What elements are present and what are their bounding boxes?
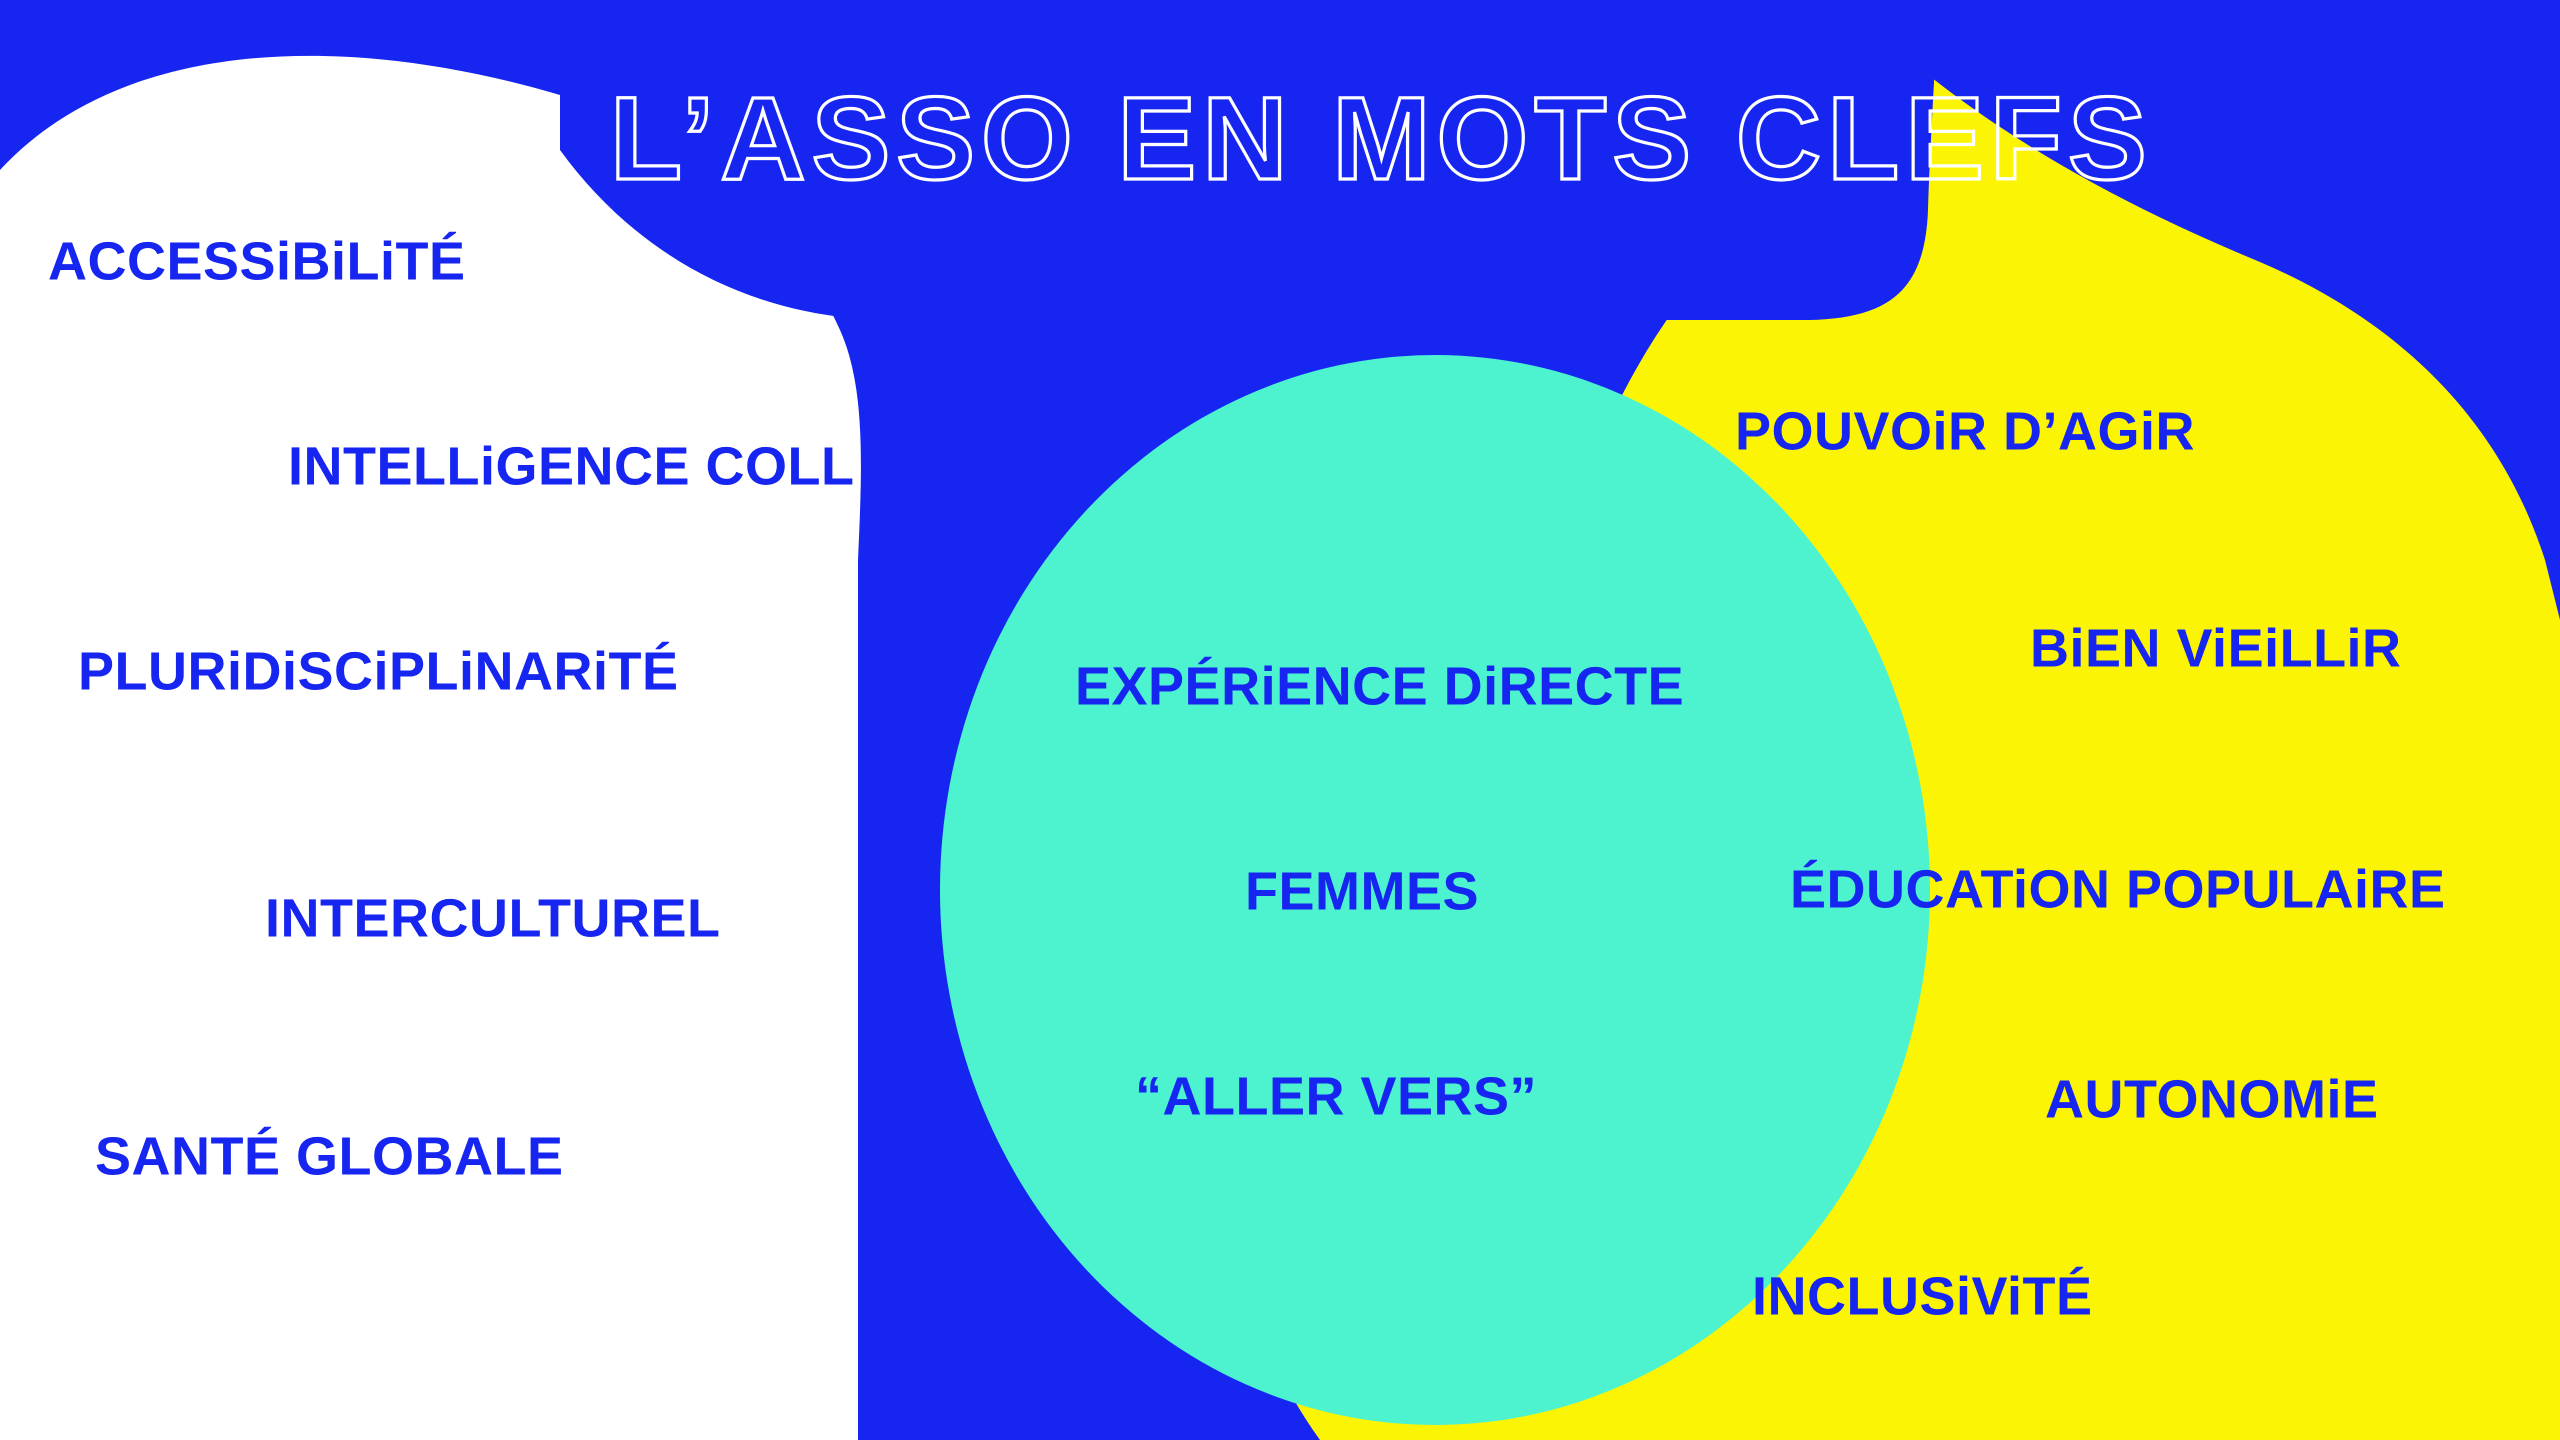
keyword-aller-vers[interactable]: “ALLER VERS”	[1135, 1066, 1537, 1126]
keyword-autonomie[interactable]: AUTONOMiE	[2045, 1069, 2379, 1129]
keyword-pluridisciplinarite[interactable]: PLURiDiSCiPLiNARiTÉ	[78, 641, 679, 701]
keyword-experience-directe[interactable]: EXPÉRiENCE DiRECTE	[1075, 656, 1684, 716]
keyword-sante-globale[interactable]: SANTÉ GLOBALE	[95, 1126, 564, 1186]
keyword-pouvoir-dagir[interactable]: POUVOiR D’AGiR	[1735, 401, 2195, 461]
keyword-bien-vieillir[interactable]: BiEN ViEiLLiR	[2030, 618, 2402, 678]
keyword-interculturel[interactable]: INTERCULTUREL	[265, 888, 720, 948]
teal-circle-shape	[940, 355, 1930, 1425]
keyword-accessibilite[interactable]: ACCESSiBiLiTÉ	[48, 231, 466, 291]
keyword-femmes[interactable]: FEMMES	[1245, 861, 1479, 921]
white-panel-keywords: ACCESSiBiLiTÉ INTELLiGENCE COLL PLURiDiS…	[48, 231, 854, 1186]
white-blob-shape	[0, 55, 861, 1440]
title-text: L’ASSO EN MOTS CLEFS	[610, 73, 2153, 205]
teal-circle-keywords: EXPÉRiENCE DiRECTE FEMMES “ALLER VERS”	[1075, 656, 1684, 1126]
keyword-inclusivite[interactable]: INCLUSiViTÉ	[1752, 1266, 2093, 1326]
poster-title: L’ASSO EN MOTS CLEFS	[608, 72, 2153, 207]
keyword-intelligence-collective[interactable]: INTELLiGENCE COLL	[288, 436, 854, 496]
blue-title-notch	[560, 0, 1939, 321]
keyword-education-populaire[interactable]: ÉDUCATiON POPULAiRE	[1790, 859, 2446, 919]
yellow-blob-keywords: POUVOiR D’AGiR BiEN ViEiLLiR ÉDUCATiON P…	[1735, 401, 2446, 1326]
